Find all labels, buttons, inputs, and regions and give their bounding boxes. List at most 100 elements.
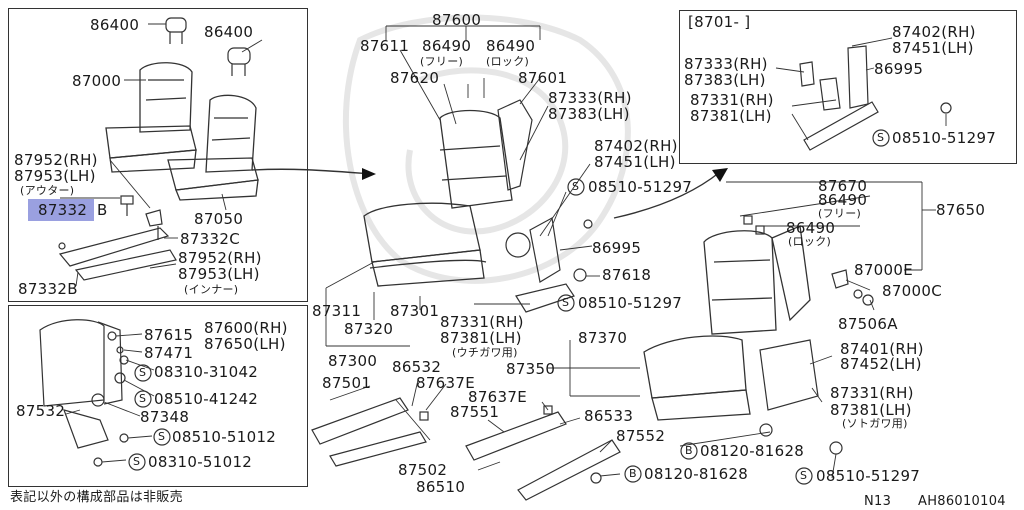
label-inset-86995[interactable]: 86995 (874, 60, 924, 78)
label-87383-lh[interactable]: 87383(LH) (548, 105, 630, 123)
seat-assembly-87050 (167, 94, 259, 201)
label-87402-rh[interactable]: 87402(RH) (594, 137, 678, 155)
label-08510-41242[interactable]: 08510-41242 (154, 390, 259, 408)
label-87350[interactable]: 87350 (506, 360, 556, 378)
label-87332-selected[interactable]: 87332 (38, 201, 88, 219)
label-08120-81628-a[interactable]: 08120-81628 (700, 442, 805, 460)
label-87615[interactable]: 87615 (144, 326, 194, 344)
label-87620[interactable]: 87620 (390, 69, 440, 87)
center-leaders (325, 25, 600, 347)
symbol-s: S (139, 392, 147, 405)
label-86400-b[interactable]: 86400 (204, 23, 254, 41)
label-86532[interactable]: 86532 (392, 358, 442, 376)
label-inset-87402[interactable]: 87402(RH) (892, 23, 976, 41)
label-08310-51012[interactable]: 08310-51012 (148, 453, 253, 471)
label-87637e-b[interactable]: 87637E (468, 388, 527, 406)
label-87381-lh-r[interactable]: 87381(LH) (830, 401, 912, 419)
label-87601[interactable]: 87601 (518, 69, 568, 87)
footer-code-ah: AH86010104 (918, 494, 1006, 509)
finisher-87952 (58, 227, 177, 281)
label-87332c[interactable]: 87332C (180, 230, 240, 248)
label-08510-51297-c[interactable]: 08510-51297 (816, 467, 921, 485)
label-inset-87331[interactable]: 87331(RH) (690, 91, 774, 109)
label-87000[interactable]: 87000 (72, 72, 122, 90)
label-86490-free[interactable]: 86490 (422, 37, 472, 55)
label-86995[interactable]: 86995 (592, 239, 642, 257)
label-87532[interactable]: 87532 (16, 402, 66, 420)
label-87301[interactable]: 87301 (390, 302, 440, 320)
label-87452-lh[interactable]: 87452(LH) (840, 355, 922, 373)
footer-note: 表記以外の構成部品は非販売 (10, 490, 183, 505)
label-87611[interactable]: 87611 (360, 37, 410, 55)
label-87331-rh-r[interactable]: 87331(RH) (830, 384, 914, 402)
bolt-87332b (120, 195, 134, 216)
label-87370[interactable]: 87370 (578, 329, 628, 347)
rail-leaders (329, 340, 640, 471)
arrow-to-inset (613, 171, 721, 219)
label-86490-r[interactable]: 86490 (818, 191, 868, 209)
label-87637e-a[interactable]: 87637E (416, 374, 475, 392)
label-08310-31042[interactable]: 08310-31042 (154, 363, 259, 381)
label-87650[interactable]: 87650 (936, 201, 986, 219)
label-87506a[interactable]: 87506A (838, 315, 898, 333)
label-86400-a[interactable]: 86400 (90, 16, 140, 34)
label-87600-rh[interactable]: 87600(RH) (204, 319, 288, 337)
inset-recliner (799, 45, 952, 151)
symbol-s: S (877, 131, 885, 144)
symbol-s: S (800, 469, 808, 482)
inset-leaders (775, 37, 947, 141)
symbol-s: S (139, 366, 147, 379)
label-87451-lh[interactable]: 87451(LH) (594, 153, 676, 171)
label-86490-lock[interactable]: 86490 (486, 37, 536, 55)
watermark-emblem (342, 14, 631, 284)
label-87471[interactable]: 87471 (144, 344, 194, 362)
label-87000c[interactable]: 87000C (882, 282, 942, 300)
label-87600[interactable]: 87600 (432, 11, 482, 29)
label-08510-51297-a[interactable]: 08510-51297 (588, 178, 693, 196)
circle-symbols (128, 129, 890, 485)
label-87000e[interactable]: 87000E (854, 261, 913, 279)
label-87650-lh[interactable]: 87650(LH) (204, 335, 286, 353)
label-86490-r2[interactable]: 86490 (786, 219, 836, 237)
label-free-r: (フリー) (818, 207, 862, 220)
label-87331-rh[interactable]: 87331(RH) (440, 313, 524, 331)
label-87401-rh[interactable]: 87401(RH) (840, 340, 924, 358)
label-87050[interactable]: 87050 (194, 210, 244, 228)
label-87381-lh[interactable]: 87381(LH) (440, 329, 522, 347)
label-87300[interactable]: 87300 (328, 352, 378, 370)
label-87333-rh[interactable]: 87333(RH) (548, 89, 632, 107)
label-free: (フリー) (420, 55, 464, 68)
label-inner: (インナー) (184, 283, 239, 296)
label-inset-87451[interactable]: 87451(LH) (892, 39, 974, 57)
label-87551[interactable]: 87551 (450, 403, 500, 421)
label-87501[interactable]: 87501 (322, 374, 372, 392)
label-87952-rh[interactable]: 87952(RH) (14, 151, 98, 169)
headrest-1 (165, 17, 187, 44)
label-08120-81628-b[interactable]: 08120-81628 (644, 465, 749, 483)
label-86533[interactable]: 86533 (584, 407, 634, 425)
symbol-b: B (629, 467, 637, 480)
label-87552[interactable]: 87552 (616, 427, 666, 445)
label-08510-51012[interactable]: 08510-51012 (172, 428, 277, 446)
label-inset-08510[interactable]: 08510-51297 (892, 129, 997, 147)
selected-part-highlight[interactable] (28, 199, 94, 221)
label-87953-lh-inner[interactable]: 87953(LH) (178, 265, 260, 283)
label-inset-87381[interactable]: 87381(LH) (690, 107, 772, 125)
label-87320[interactable]: 87320 (344, 320, 394, 338)
label-08510-51297-b[interactable]: 08510-51297 (578, 294, 683, 312)
label-87670[interactable]: 87670 (818, 177, 868, 195)
label-87952-rh-inner[interactable]: 87952(RH) (178, 249, 262, 267)
label-87332b[interactable]: 87332B (18, 280, 78, 298)
label-86510[interactable]: 86510 (416, 478, 466, 496)
label-87618[interactable]: 87618 (602, 266, 652, 284)
label-inset-87333[interactable]: 87333(RH) (684, 55, 768, 73)
footer-code-n13: N13 (864, 494, 892, 509)
label-outer: (アウター) (20, 184, 75, 197)
label-inset-87383[interactable]: 87383(LH) (684, 71, 766, 89)
label-87953-lh[interactable]: 87953(LH) (14, 167, 96, 185)
label-87348[interactable]: 87348 (140, 408, 190, 426)
label-87311[interactable]: 87311 (312, 302, 362, 320)
label-87502[interactable]: 87502 (398, 461, 448, 479)
